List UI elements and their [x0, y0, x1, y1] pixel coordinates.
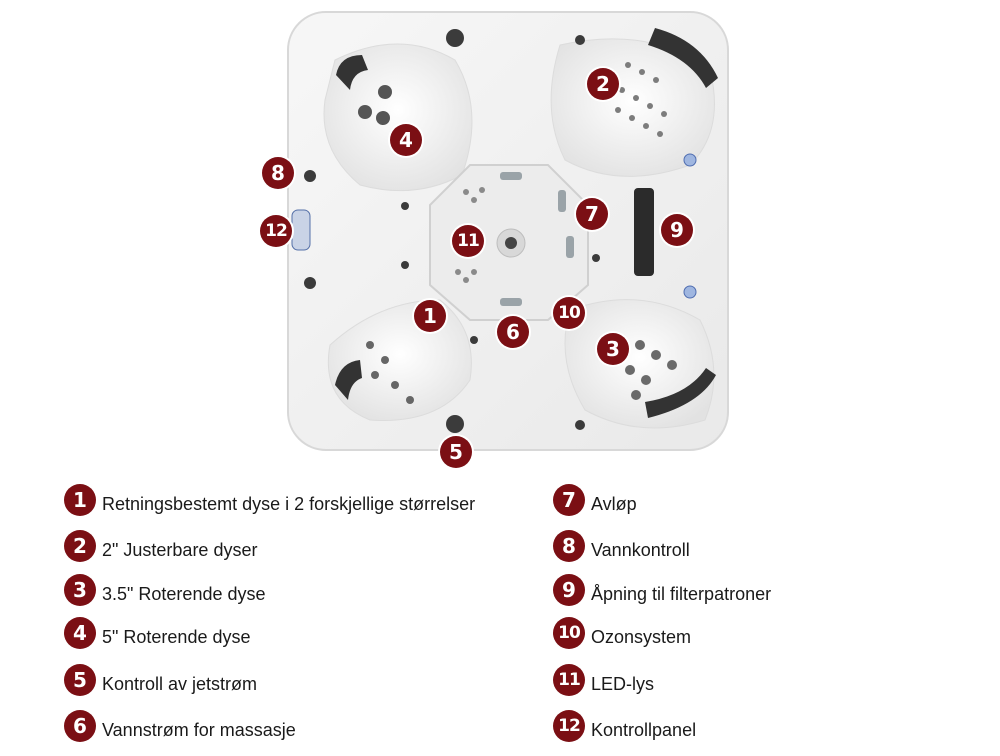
- legend-number: 11: [553, 664, 585, 696]
- side-jets: [304, 29, 600, 433]
- legend-item-10: 10 Ozonsystem: [553, 617, 691, 649]
- footwell-jets: [455, 172, 574, 306]
- marker-11: 11: [452, 225, 484, 257]
- legend-label: Vannkontroll: [591, 539, 690, 560]
- legend-number: 9: [553, 574, 585, 606]
- marker-4: 4: [390, 124, 422, 156]
- legend-label: Avløp: [591, 493, 637, 514]
- pillow-bottom-right: [645, 368, 716, 418]
- jets-bottom-right: [625, 340, 677, 400]
- filter-opening: [634, 188, 654, 276]
- legend-number: 10: [553, 617, 585, 649]
- marker-7: 7: [576, 198, 608, 230]
- jets-bottom-left: [366, 341, 414, 404]
- marker-2: 2: [587, 68, 619, 100]
- legend-label: 2" Justerbare dyser: [102, 539, 258, 560]
- marker-10: 10: [553, 297, 585, 329]
- pillow-bottom-left: [335, 360, 362, 400]
- marker-3: 3: [597, 333, 629, 365]
- legend-number: 7: [553, 484, 585, 516]
- legend-label: Kontroll av jetstrøm: [102, 673, 258, 694]
- legend-label: 5" Roterende dyse: [102, 626, 251, 647]
- hot-tub-diagram: [287, 11, 729, 451]
- legend-number: 5: [64, 664, 96, 696]
- legend-item-11: 11 LED-lys: [553, 664, 654, 696]
- legend-item-1: 1 Retningsbestemt dyse i 2 forskjellige …: [64, 484, 475, 516]
- marker-1: 1: [414, 300, 446, 332]
- marker-8: 8: [262, 157, 294, 189]
- legend-number: 3: [64, 574, 96, 606]
- legend-item-6: 6 Vannstrøm for massasje: [64, 710, 296, 742]
- wall-fixture-bottom: [683, 285, 697, 299]
- wall-fixture-top: [683, 153, 697, 167]
- jets-top-left: [358, 85, 392, 125]
- jets-top-right: [615, 62, 667, 137]
- control-panel-shape: [291, 209, 311, 251]
- marker-9: 9: [661, 214, 693, 246]
- legend-label: Åpning til filterpatroner: [591, 583, 772, 604]
- legend-number: 1: [64, 484, 96, 516]
- seat-bottom-right: [564, 299, 715, 429]
- legend-label: LED-lys: [591, 673, 655, 694]
- legend-number: 8: [553, 530, 585, 562]
- legend-label: Retningsbestemt dyse i 2 forskjellige st…: [102, 493, 476, 514]
- legend-label: Vannstrøm for massasje: [102, 719, 296, 740]
- legend-item-9: 9 Åpning til filterpatroner: [553, 574, 771, 606]
- legend-item-2: 2 2" Justerbare dyser: [64, 530, 257, 562]
- legend-number: 4: [64, 617, 96, 649]
- legend-number: 2: [64, 530, 96, 562]
- marker-12: 12: [260, 215, 292, 247]
- legend-item-8: 8 Vannkontroll: [553, 530, 690, 562]
- legend-number: 6: [64, 710, 96, 742]
- legend-item-5: 5 Kontroll av jetstrøm: [64, 664, 257, 696]
- marker-5: 5: [440, 436, 472, 468]
- legend-label: Ozonsystem: [591, 626, 692, 647]
- legend-item-12: 12 Kontrollpanel: [553, 710, 696, 742]
- legend-item-7: 7 Avløp: [553, 484, 637, 516]
- legend-item-4: 4 5" Roterende dyse: [64, 617, 250, 649]
- legend-label: 3.5" Roterende dyse: [102, 583, 266, 604]
- legend-item-3: 3 3.5" Roterende dyse: [64, 574, 266, 606]
- legend-label: Kontrollpanel: [591, 719, 697, 740]
- pillow-top-right: [648, 28, 718, 88]
- pillow-top-left: [336, 55, 368, 90]
- marker-6: 6: [497, 316, 529, 348]
- legend-number: 12: [553, 710, 585, 742]
